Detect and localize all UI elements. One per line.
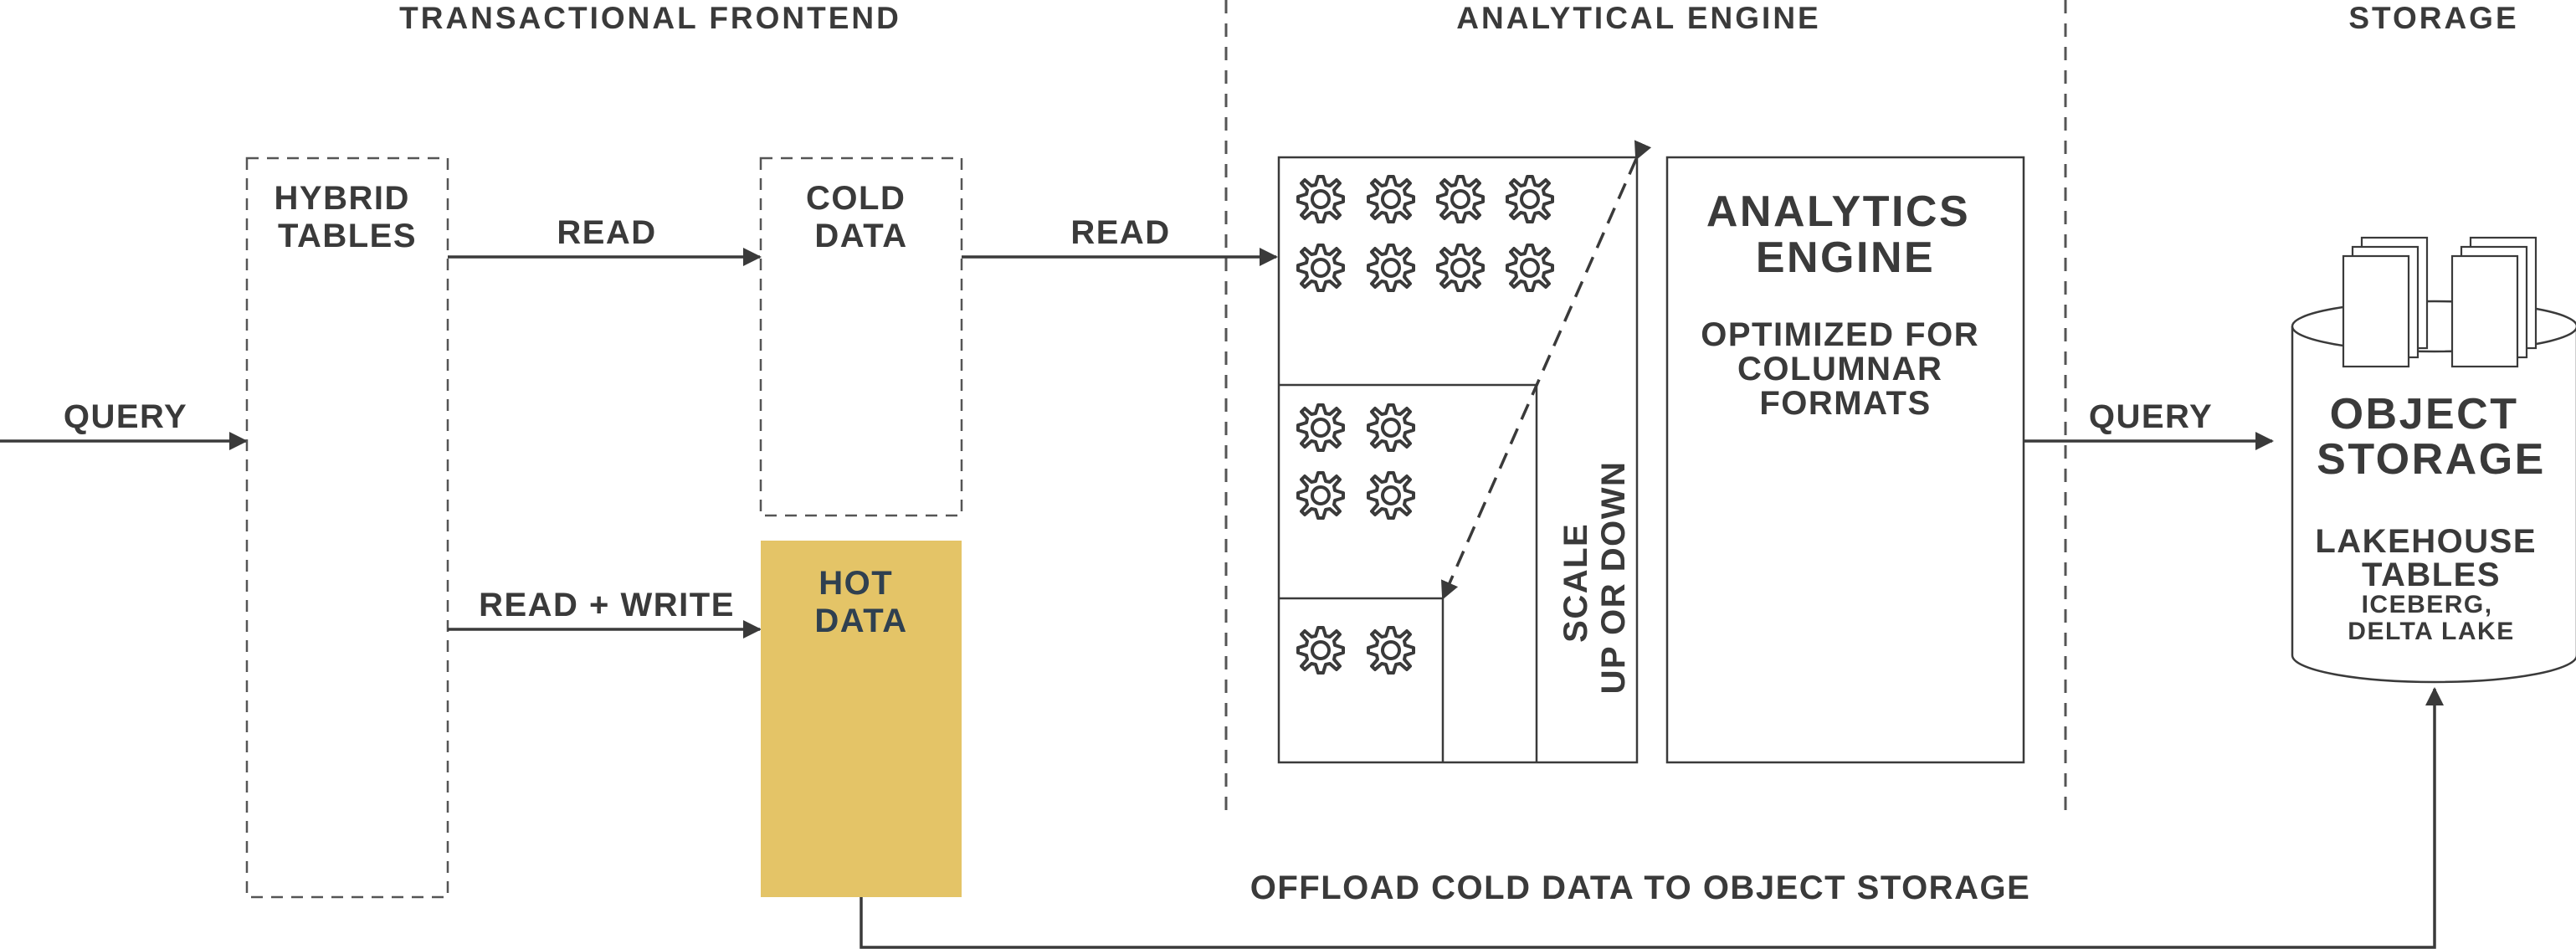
hot-data-box: [761, 541, 962, 897]
cold-data-box: [759, 156, 963, 517]
gear-icon: [1506, 175, 1554, 223]
gear-icon: [1367, 471, 1415, 520]
analytics-engine-box: [1665, 156, 2025, 764]
object-storage-title: OBJECT STORAGE: [2317, 390, 2546, 484]
section-title-engine: ANALYTICAL ENGINE: [1456, 1, 1820, 35]
gear-icon: [1296, 175, 1345, 223]
gear-icon: [1367, 175, 1415, 223]
scale-label: SCALE UP OR DOWN: [1557, 461, 1632, 695]
gear-icon: [1506, 244, 1554, 292]
analytics-engine-title: ANALYTICS ENGINE: [1706, 187, 1984, 282]
gear-icon: [1367, 403, 1415, 452]
offload-arrow: [860, 687, 2444, 949]
gear-icon: [1436, 175, 1485, 223]
analytics-engine-subtitle: OPTIMIZED FOR COLUMNAR FORMATS: [1701, 316, 1989, 422]
gear-icon: [1296, 471, 1345, 520]
object-storage-subtitle: LAKEHOUSE TABLES: [2315, 523, 2547, 593]
object-storage-cylinder: [2291, 236, 2576, 684]
gear-icon: [1367, 626, 1415, 675]
read-write-label: READ + WRITE: [479, 587, 735, 623]
query-out-label: QUERY: [2089, 398, 2213, 435]
gear-icon: [1296, 244, 1345, 292]
cold-data-label: COLD DATA: [806, 180, 916, 254]
query-in-label: QUERY: [64, 398, 187, 435]
object-storage-formats: ICEBERG, DELTA LAKE: [2348, 591, 2514, 645]
gear-icon: [1436, 244, 1485, 292]
gear-icon: [1367, 244, 1415, 292]
read-label: READ: [557, 214, 656, 251]
cylinder-body: [2291, 326, 2576, 684]
read-to-engine-label: READ: [1070, 214, 1170, 251]
compute-cluster: SCALE UP OR DOWN: [1277, 140, 1652, 764]
table-stack-icon: [2342, 236, 2538, 368]
offload-label: OFFLOAD COLD DATA TO OBJECT STORAGE: [1250, 869, 2031, 906]
section-title-frontend: TRANSACTIONAL FRONTEND: [399, 1, 901, 35]
hybrid-tables-label: HYBRID TABLES: [275, 180, 421, 254]
gear-icon: [1296, 403, 1345, 452]
hybrid-tables-box: [245, 156, 449, 899]
hot-data-label: HOT DATA: [814, 565, 907, 639]
gear-icon: [1296, 626, 1345, 675]
section-title-storage: STORAGE: [2348, 1, 2518, 35]
